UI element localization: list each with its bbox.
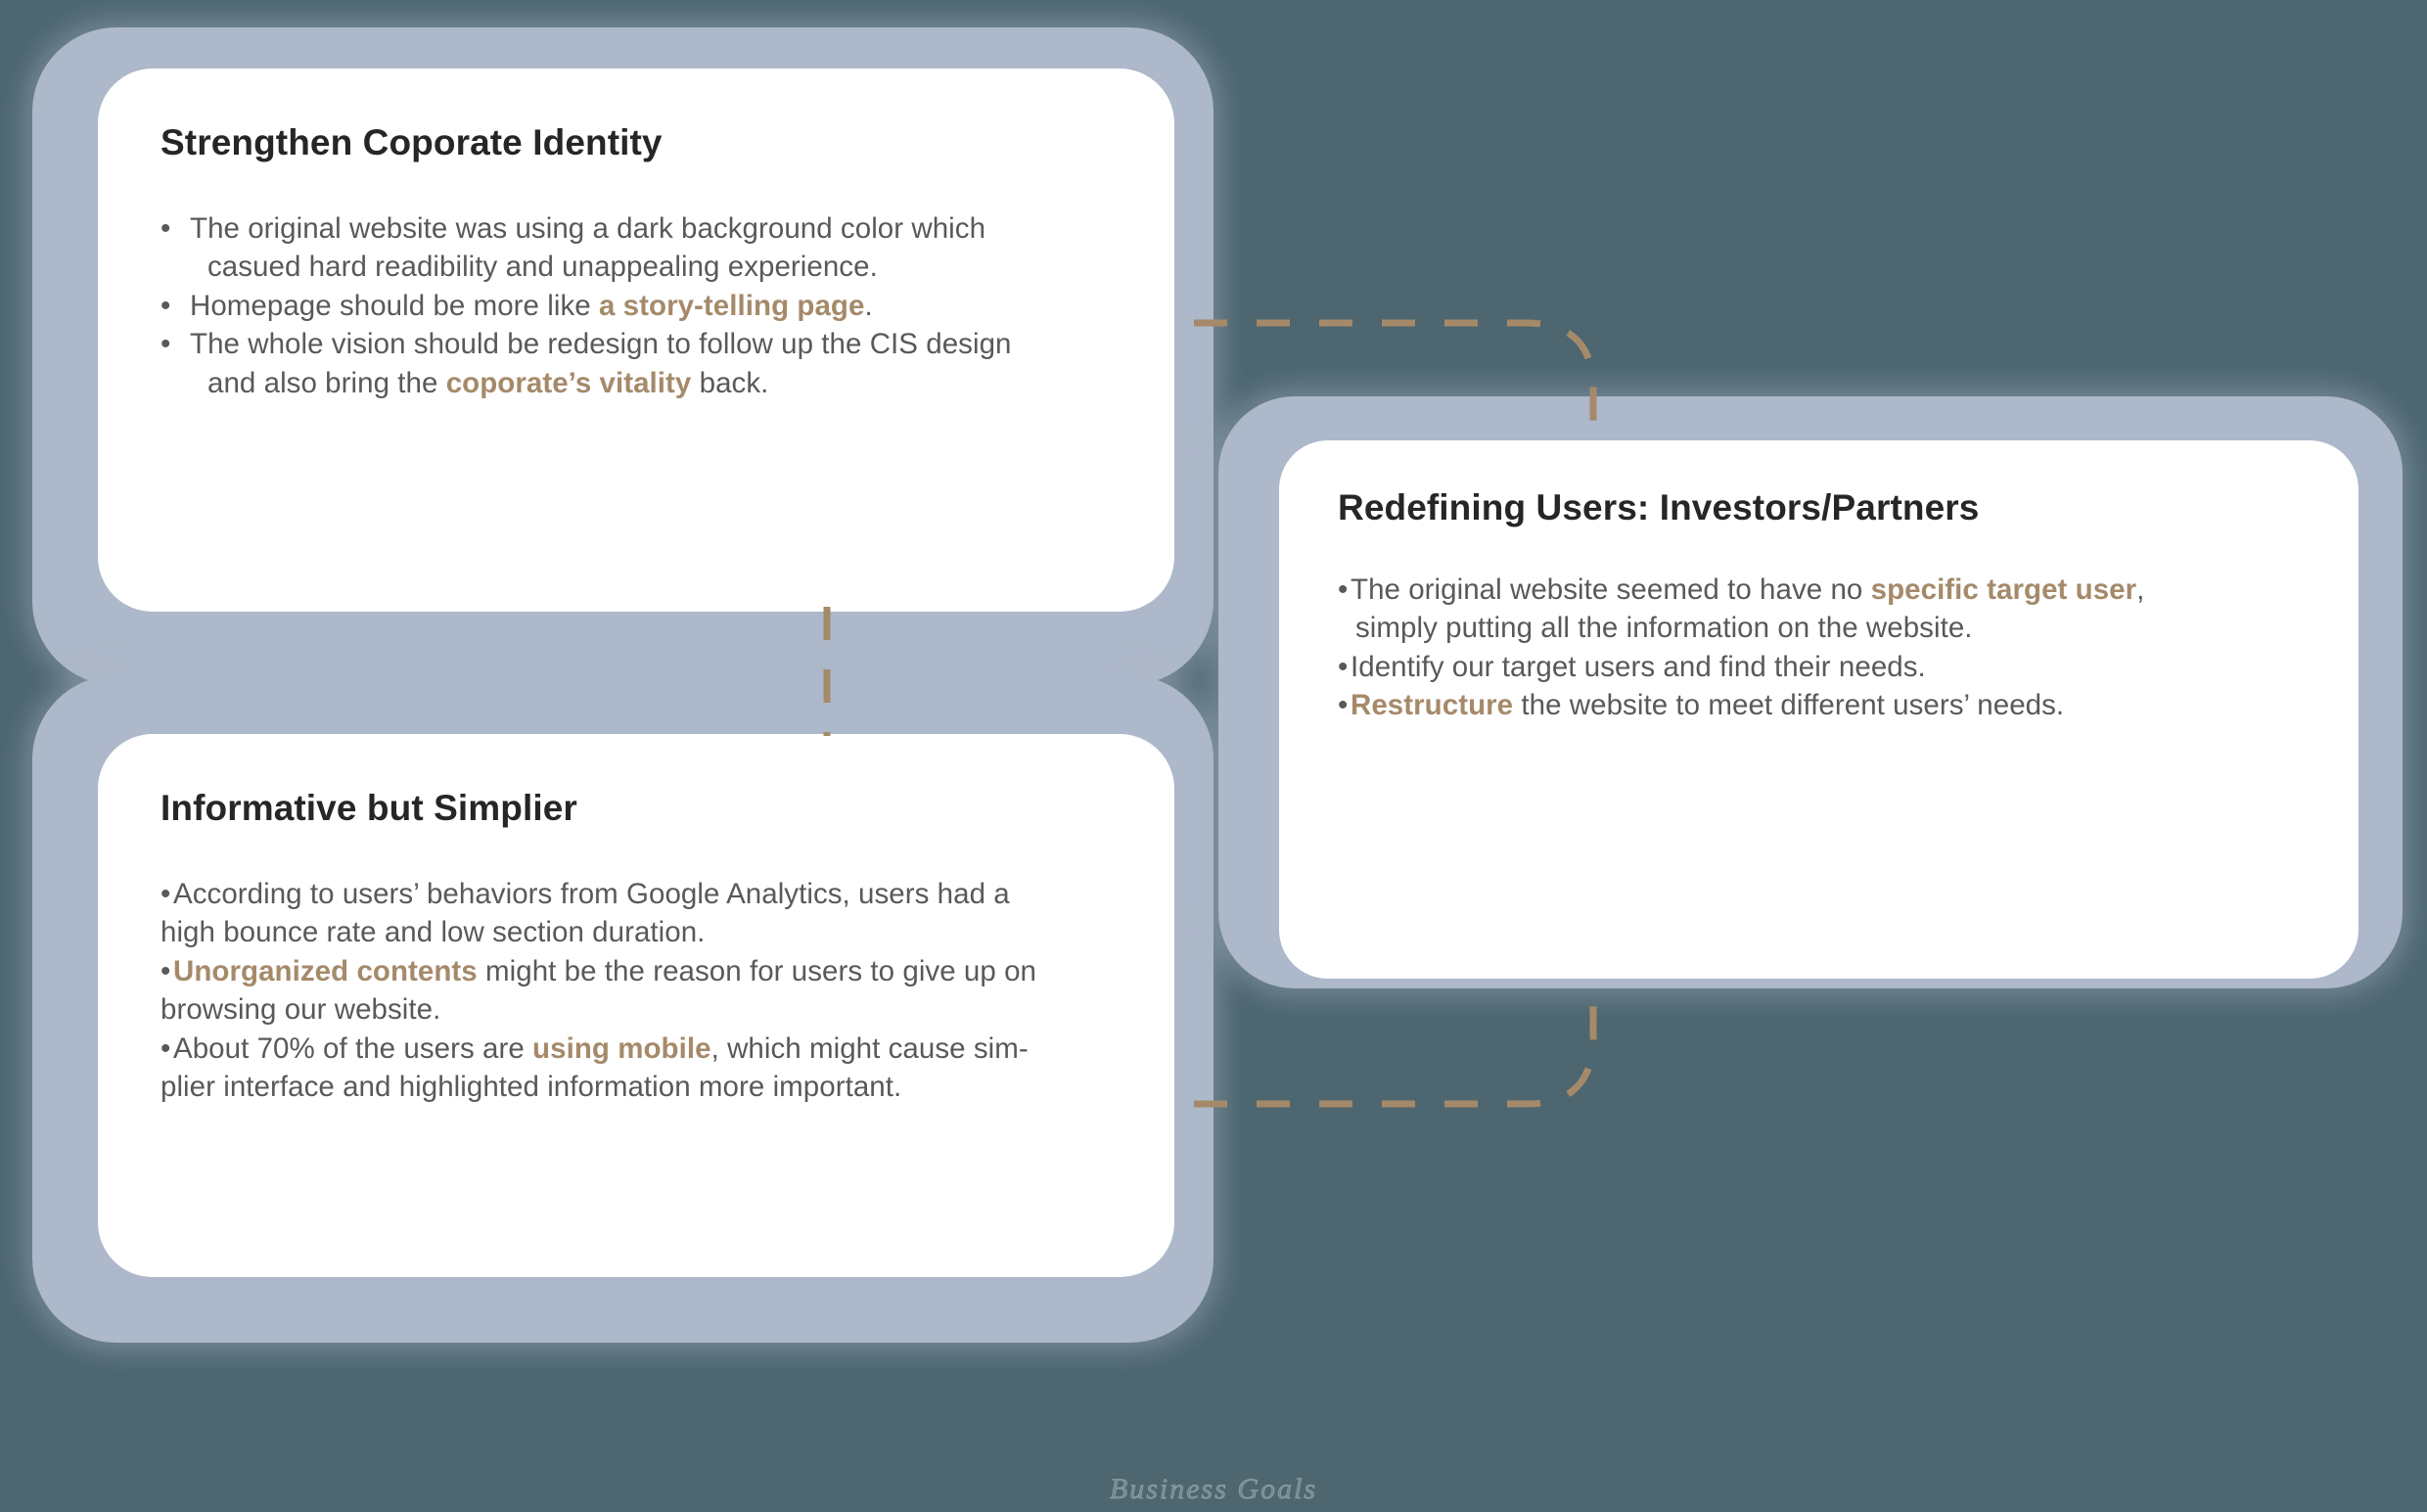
bullet-text: Identify our target users and find their… xyxy=(1351,650,1926,683)
bullet-item: •Identify our target users and find thei… xyxy=(1338,648,2300,687)
bullet-text: According to users’ behaviors from Googl… xyxy=(173,877,1010,910)
bullet-text: The whole vision should be redesign to f… xyxy=(190,328,1012,361)
highlighted-phrase: using mobile xyxy=(532,1031,711,1065)
highlighted-phrase: Restructure xyxy=(1351,689,1514,722)
bullet-text: Homepage should be more like xyxy=(190,289,599,322)
highlighted-phrase: a story-telling page xyxy=(598,289,865,322)
bullet-item-continuation: plier interface and highlighted informat… xyxy=(160,1068,1114,1107)
bullet-text: The original website was using a dark ba… xyxy=(190,211,986,245)
bullet-marker-icon: • xyxy=(160,328,171,361)
bullet-item: • The original website was using a dark b… xyxy=(160,209,1114,249)
bullet-marker-icon: • xyxy=(160,954,171,987)
bullet-item: •Unorganized contents might be the reaso… xyxy=(160,952,1114,991)
bullet-marker-icon: • xyxy=(160,211,171,245)
bullet-text: simply putting all the information on th… xyxy=(1355,612,1973,645)
bullet-item: •The original website seemed to have no … xyxy=(1338,571,2300,610)
card-redefining-users[interactable]: Redefining Users: Investors/Partners •Th… xyxy=(1279,440,2358,979)
bullet-marker-icon: • xyxy=(160,877,171,910)
bullet-item-continuation: casued hard readibility and unappealing … xyxy=(160,248,1114,287)
bullet-item: •About 70% of the users are using mobile… xyxy=(160,1030,1114,1069)
connector-bottom-left-to-right xyxy=(1194,986,1597,1108)
bullet-marker-icon: • xyxy=(1338,689,1349,722)
bullet-text: About 70% of the users are xyxy=(173,1031,533,1065)
bullet-item: •According to users’ behaviors from Goog… xyxy=(160,875,1114,914)
bullet-item: • The whole vision should be redesign to … xyxy=(160,325,1114,364)
bullet-text: browsing our website. xyxy=(160,993,441,1027)
bullet-marker-icon: • xyxy=(160,1031,171,1065)
bullet-text: the website to meet different users’ nee… xyxy=(1513,689,2065,722)
bullet-list-redefining-users: •The original website seemed to have no … xyxy=(1338,571,2300,725)
bullet-text: might be the reason for users to give up… xyxy=(477,954,1036,987)
card-informative-simplier[interactable]: Informative but Simplier •According to u… xyxy=(98,734,1174,1277)
highlighted-phrase: specific target user xyxy=(1870,573,2137,606)
bullet-marker-icon: • xyxy=(160,289,171,322)
highlighted-phrase: Unorganized contents xyxy=(173,954,478,987)
card-body: Strengthen Coporate Identity • The origin… xyxy=(98,69,1174,612)
bullet-marker-icon: • xyxy=(1338,650,1349,683)
bullet-text: casued hard readibility and unappealing … xyxy=(207,251,878,284)
bullet-item-continuation: simply putting all the information on th… xyxy=(1338,609,2300,648)
bullet-item: •Restructure the website to meet differe… xyxy=(1338,686,2300,725)
card-title-strengthen-identity: Strengthen Coporate Identity xyxy=(160,122,663,162)
watermark-business-goals: Business Goals xyxy=(1109,1473,1318,1506)
bullet-text: back. xyxy=(691,366,769,399)
bullet-item-continuation: high bounce rate and low section duratio… xyxy=(160,913,1114,952)
bullet-list-informative-simplier: •According to users’ behaviors from Goog… xyxy=(160,875,1114,1107)
bullet-text: high bounce rate and low section duratio… xyxy=(160,916,706,949)
bullet-text: . xyxy=(864,289,873,322)
bullet-text: plier interface and highlighted informat… xyxy=(160,1071,902,1104)
card-strengthen-identity[interactable]: Strengthen Coporate Identity • The origin… xyxy=(98,69,1174,612)
bullet-item-continuation: browsing our website. xyxy=(160,990,1114,1030)
card-body: Informative but Simplier •According to u… xyxy=(98,734,1174,1277)
card-title-redefining-users: Redefining Users: Investors/Partners xyxy=(1338,487,1980,527)
bullet-text: , which might cause sim- xyxy=(710,1031,1029,1065)
bullet-item-continuation: and also bring the coporate’s vitality b… xyxy=(160,364,1114,403)
bullet-marker-icon: • xyxy=(1338,573,1349,606)
highlighted-phrase: coporate’s vitality xyxy=(445,366,692,399)
card-title-informative-simplier: Informative but Simplier xyxy=(160,788,577,828)
bullet-text: and also bring the xyxy=(207,366,446,399)
bullet-item: • Homepage should be more like a story-te… xyxy=(160,287,1114,326)
bullet-list-strengthen-identity: • The original website was using a dark b… xyxy=(160,209,1114,403)
card-body: Redefining Users: Investors/Partners •Th… xyxy=(1279,440,2358,979)
bullet-text: , xyxy=(2136,573,2145,606)
bullet-text: The original website seemed to have no xyxy=(1351,573,1871,606)
